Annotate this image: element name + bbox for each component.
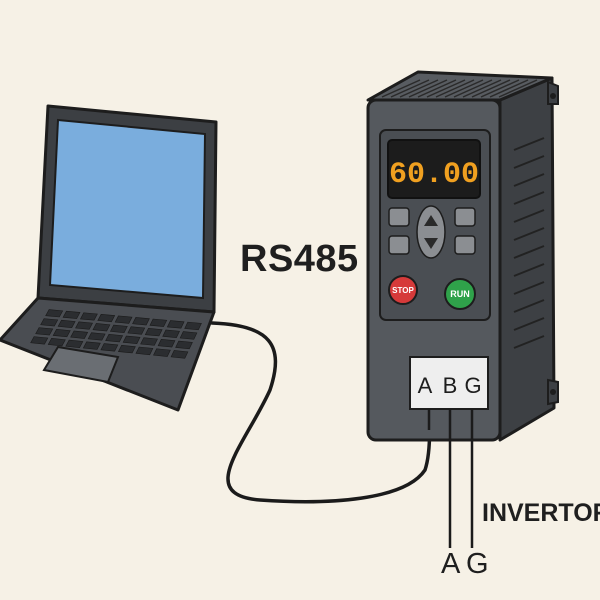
keyboard-key xyxy=(144,328,163,337)
vent-line xyxy=(453,79,493,98)
heatsink-fin xyxy=(513,227,545,241)
keyboard-key xyxy=(170,350,189,359)
device-label: INVERTOR xyxy=(482,499,600,527)
keyboard-key xyxy=(135,346,154,356)
up-down-rocker xyxy=(416,205,446,259)
vent-line xyxy=(408,79,448,98)
keyboard-key xyxy=(175,340,193,350)
keyboard-key xyxy=(52,328,71,338)
keyboard-key xyxy=(40,318,59,327)
vent-line xyxy=(399,79,439,98)
keyboard-key xyxy=(87,332,106,341)
keyboard-key xyxy=(65,339,84,348)
panel-button-left-bottom xyxy=(388,235,410,255)
keyboard-key xyxy=(140,337,158,346)
wire-label-a: A xyxy=(441,548,461,580)
inverter-icon xyxy=(366,70,559,442)
keyboard-key xyxy=(57,319,76,329)
keyboard-key xyxy=(47,338,66,347)
vent-line xyxy=(390,79,430,98)
cable xyxy=(210,321,432,504)
heatsink-fin xyxy=(513,173,545,187)
heatsink-fin xyxy=(513,299,545,313)
keyboard-key xyxy=(97,313,116,323)
vent-line xyxy=(417,79,457,98)
terminal-label-b: B xyxy=(443,373,458,398)
laptop-touchpad xyxy=(42,345,120,384)
display-value: 60.00 xyxy=(389,158,479,192)
run-label: RUN xyxy=(450,289,470,299)
panel-button-right-bottom xyxy=(454,235,476,255)
terminal-block xyxy=(409,356,489,410)
keyboard-key xyxy=(100,343,119,352)
keyboard-key xyxy=(92,323,111,332)
keyboard-key xyxy=(179,331,198,340)
keyboard-key xyxy=(127,326,146,335)
run-button xyxy=(444,278,476,310)
keyboard-key xyxy=(122,335,141,344)
heatsink-fin xyxy=(513,281,545,295)
panel-button-left-top xyxy=(388,207,410,227)
keyboard-key xyxy=(162,329,180,338)
up-arrow-icon xyxy=(424,215,438,226)
keyboard-key xyxy=(166,320,185,329)
keyboard-key xyxy=(75,321,93,330)
down-arrow-icon xyxy=(424,238,438,249)
keyboard-key xyxy=(82,341,101,350)
laptop-keyboard xyxy=(30,309,202,359)
heatsink-fin xyxy=(513,245,545,259)
vent-line xyxy=(444,79,484,98)
wire-label-g: G xyxy=(466,548,489,580)
vent-line xyxy=(435,79,475,98)
keyboard-key xyxy=(109,324,128,333)
keyboard-key xyxy=(114,315,133,324)
vent-line xyxy=(480,79,520,98)
heatsink-fin xyxy=(513,317,545,331)
keyboard-key xyxy=(62,310,81,319)
vent-line xyxy=(426,79,466,98)
vent-line xyxy=(471,79,511,98)
panel-button-right-top xyxy=(454,207,476,227)
keyboard-key xyxy=(132,317,150,326)
terminal-wires xyxy=(427,409,474,548)
keyboard-key xyxy=(35,327,54,336)
frequency-display xyxy=(387,139,481,199)
vent-line xyxy=(462,79,502,98)
vent-line xyxy=(498,79,538,98)
keyboard-key xyxy=(79,312,98,321)
vent-line xyxy=(381,79,421,98)
laptop-icon xyxy=(0,104,218,412)
keyboard-key xyxy=(184,321,202,331)
heatsink-fin xyxy=(513,155,545,169)
vent-line xyxy=(489,79,529,98)
keyboard-key xyxy=(45,309,64,318)
keyboard-key xyxy=(117,344,136,354)
terminal-label-a: A xyxy=(418,373,433,398)
laptop-screen xyxy=(48,118,207,300)
keyboard-key xyxy=(157,339,176,348)
stop-button xyxy=(388,275,418,305)
heatsink-fin xyxy=(513,335,545,349)
terminal-label-g: G xyxy=(464,373,481,398)
heatsink-fin xyxy=(513,263,545,277)
connection-label: RS485 xyxy=(240,238,359,280)
keyboard-key xyxy=(105,334,124,343)
keyboard-key xyxy=(149,318,168,327)
keyboard-key xyxy=(70,330,89,339)
stop-label: STOP xyxy=(392,286,414,295)
heatsink-fin xyxy=(513,209,545,223)
heatsink-fin xyxy=(513,191,545,205)
keyboard-key xyxy=(153,348,171,357)
heatsink-fin xyxy=(513,137,545,151)
keyboard-key xyxy=(30,336,49,345)
